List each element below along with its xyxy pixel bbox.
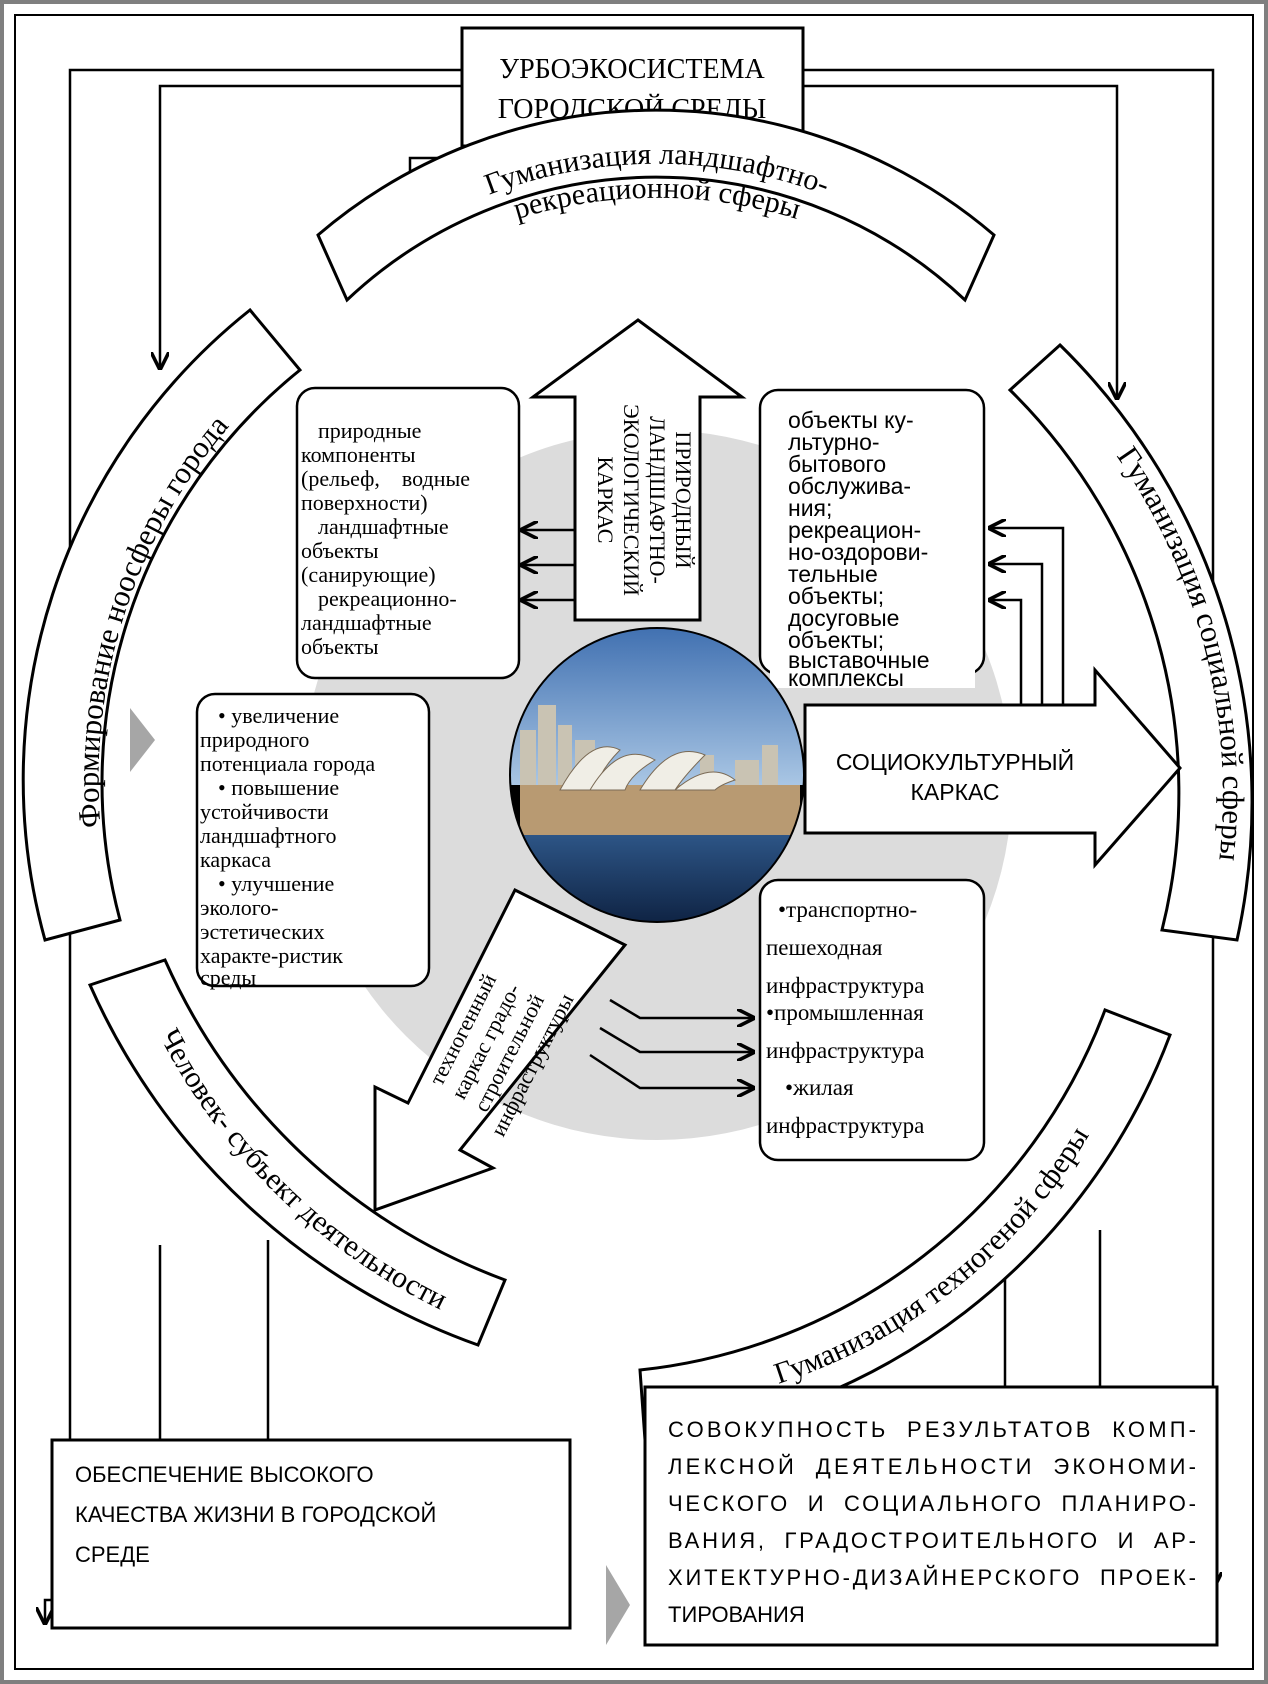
svg-text:среды: среды (200, 965, 256, 990)
sociocultural-to-objects-arrows (988, 528, 1065, 708)
svg-text:КАРКАС: КАРКАС (593, 457, 618, 544)
quality-of-life-text: ОБЕСПЕЧЕНИЕ ВЫСОКОГО КАЧЕСТВА ЖИЗНИ В ГО… (75, 1462, 436, 1567)
svg-text:ландшафтного: ландшафтного (200, 823, 337, 848)
svg-text:ОБЕСПЕЧЕНИЕ ВЫСОКОГО: ОБЕСПЕЧЕНИЕ ВЫСОКОГО (75, 1462, 374, 1487)
marker-triangle-left (130, 708, 155, 772)
sociocultural-label-1: СОЦИОКУЛЬТУРНЫЙ (836, 748, 1074, 775)
technogenic-to-infrastructure-arrows (589, 998, 755, 1088)
infrastructure-text: •транспортно- пешеходная инфраструктура … (766, 897, 924, 1138)
svg-text:компоненты: компоненты (301, 442, 416, 467)
results-text: СОВОКУПНОСТЬ РЕЗУЛЬТАТОВ КОМП- ЛЕКСНОЙ Д… (668, 1417, 1196, 1627)
svg-text:ландшафтные: ландшафтные (301, 610, 432, 635)
svg-text:устойчивости: устойчивости (200, 799, 329, 824)
svg-text:ния;: ния; (788, 495, 832, 521)
svg-text:рекреационно-: рекреационно- (318, 586, 457, 611)
svg-text:льтурно-: льтурно- (788, 429, 880, 455)
svg-text:но-оздорови-: но-оздорови- (788, 539, 928, 565)
svg-text:ПРИРОДНЫЙ: ПРИРОДНЫЙ (671, 431, 696, 568)
results-box (643, 1385, 1219, 1647)
svg-text:ТИРОВАНИЯ: ТИРОВАНИЯ (668, 1602, 805, 1627)
svg-text:• улучшение: • улучшение (218, 871, 334, 896)
svg-text:ХИТЕКТУРНО-ДИЗАЙНЕРСКОГО ПРОЕ: ХИТЕКТУРНО-ДИЗАЙНЕРСКОГО ПРОЕК- (668, 1565, 1196, 1590)
natural-components-text: природные компоненты (рельеф, водные пов… (301, 418, 470, 659)
svg-text:тельные: тельные (788, 561, 878, 587)
svg-text:инфраструктура: инфраструктура (766, 1038, 924, 1063)
svg-text:(санирующие): (санирующие) (301, 562, 436, 587)
natural-to-components-arrows (520, 530, 575, 600)
svg-text:объекты: объекты (301, 538, 379, 563)
inner-frame (14, 14, 1254, 1670)
svg-text:ЛАНДШАФТНО-: ЛАНДШАФТНО- (645, 416, 670, 584)
svg-text:эколого-: эколого- (200, 895, 279, 920)
svg-text:• повышение: • повышение (218, 775, 339, 800)
natural-framework-arrow (528, 318, 747, 622)
svg-text:потенциала города: потенциала города (200, 751, 375, 776)
infrastructure-box (758, 878, 986, 1162)
svg-text:каркаса: каркаса (200, 847, 271, 872)
svg-text:характе-ристик: характе-ристик (200, 943, 343, 968)
svg-text:бытового: бытового (788, 451, 886, 477)
svg-text:инфраструктура: инфраструктура (766, 1113, 924, 1138)
svg-text:объекты ку-: объекты ку- (788, 407, 914, 433)
marker-triangle-bottom (606, 1565, 630, 1645)
cultural-objects-text: объекты ку- льтурно- бытового обслужива-… (788, 407, 930, 691)
svg-text:ВАНИЯ, ГРАДОСТРОИТЕЛЬНОГО И: ВАНИЯ, ГРАДОСТРОИТЕЛЬНОГО И АР- (668, 1528, 1196, 1553)
svg-text:•транспортно-: •транспортно- (778, 897, 917, 922)
svg-text:обслужива-: обслужива- (788, 473, 911, 499)
svg-text:СРЕДЕ: СРЕДЕ (75, 1542, 150, 1567)
svg-text:•промышленная: •промышленная (766, 1000, 924, 1025)
sociocultural-label-2: КАРКАС (911, 779, 1000, 805)
photo-sails (559, 746, 737, 791)
svg-text:инфраструктура: инфраструктура (766, 973, 924, 998)
svg-text:объекты;: объекты; (788, 583, 884, 609)
svg-text:• увеличение: • увеличение (218, 703, 339, 728)
svg-text:ЭКОЛОГИЧЕСКИЙ: ЭКОЛОГИЧЕСКИЙ (619, 404, 644, 596)
svg-text:ландшафтные: ландшафтные (318, 514, 449, 539)
svg-text:поверхности): поверхности) (301, 490, 428, 515)
quality-of-life-box (50, 1438, 572, 1630)
goals-box (195, 692, 431, 988)
svg-text:досуговые: досуговые (788, 605, 899, 631)
arc-band-bottom-left (87, 958, 507, 1347)
svg-text:(рельеф, водные: (рельеф, водные (301, 466, 470, 491)
svg-text:комплексы: комплексы (788, 665, 904, 691)
arc-band-top (316, 108, 996, 303)
natural-components-box (295, 386, 521, 680)
svg-text:ЧЕСКОГО И СОЦИАЛЬНОГО ПЛАНИ: ЧЕСКОГО И СОЦИАЛЬНОГО ПЛАНИРО- (668, 1491, 1196, 1516)
svg-text:•жилая: •жилая (785, 1075, 854, 1100)
svg-text:СОВОКУПНОСТЬ РЕЗУЛЬТАТОВ КОМ: СОВОКУПНОСТЬ РЕЗУЛЬТАТОВ КОМП- (668, 1417, 1196, 1442)
svg-text:объекты: объекты (301, 634, 379, 659)
svg-text:КАЧЕСТВА ЖИЗНИ В ГОРОДСКОЙ: КАЧЕСТВА ЖИЗНИ В ГОРОДСКОЙ (75, 1502, 436, 1527)
goals-text: • увеличение природного потенциала город… (200, 703, 375, 990)
arc-band-left (21, 307, 303, 942)
svg-text:выставочные: выставочные (788, 647, 930, 673)
title-line-1: УРБОЭКОСИСТЕМА (499, 54, 765, 85)
svg-text:рекреацион-: рекреацион- (788, 517, 921, 543)
cultural-box-overflow-cover (770, 660, 975, 688)
svg-text:эстетических: эстетических (200, 919, 325, 944)
svg-text:природные: природные (318, 418, 421, 443)
natural-framework-label: ПРИРОДНЫЙ ЛАНДШАФТНО- ЭКОЛОГИЧЕСКИЙ КАРК… (593, 404, 696, 596)
arc-band-right (1007, 342, 1254, 942)
svg-text:пешеходная: пешеходная (766, 935, 883, 960)
photo-podium (520, 785, 800, 835)
svg-text:природного: природного (200, 727, 309, 752)
technogenic-framework-arrow (373, 887, 628, 1213)
svg-text:ЛЕКСНОЙ ДЕЯТЕЛЬНОСТИ ЭКОНОМИ: ЛЕКСНОЙ ДЕЯТЕЛЬНОСТИ ЭКОНОМИ- (668, 1454, 1196, 1479)
svg-text:объекты;: объекты; (788, 627, 884, 653)
sociocultural-framework-arrow (803, 665, 1182, 869)
